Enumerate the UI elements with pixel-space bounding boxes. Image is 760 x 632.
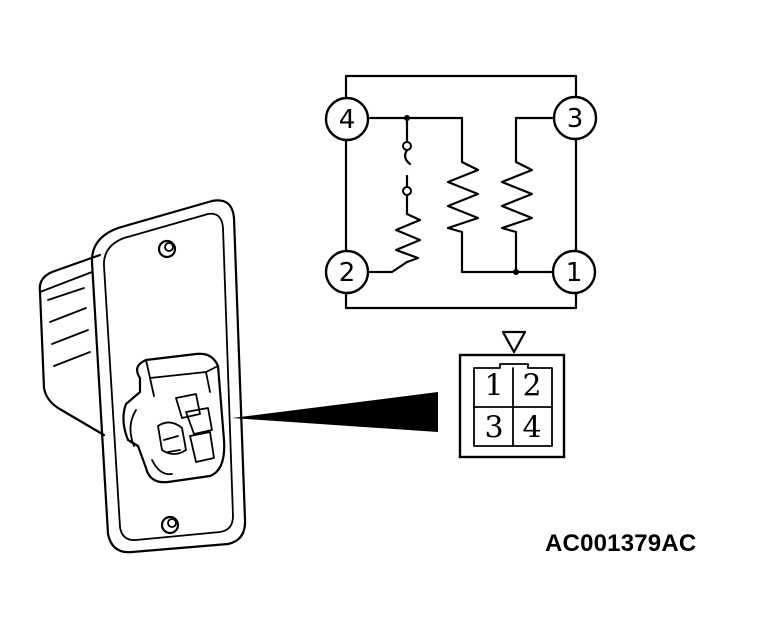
circuit-schematic: 4 3 2 1: [324, 74, 598, 310]
terminal-1: 1: [551, 249, 597, 295]
mounting-plate: [90, 199, 247, 554]
connector-cell-2: 2: [522, 369, 541, 404]
thermal-fuse: [403, 116, 412, 216]
terminal-4: 4: [324, 96, 370, 142]
resistor-right: [500, 116, 534, 234]
connector-outline: [458, 353, 566, 459]
blower-resistor-illustration: [38, 199, 247, 554]
svg-text:1: 1: [566, 258, 583, 288]
connector-cell-3: 3: [484, 411, 503, 446]
mounting-plate-bevel: [103, 212, 234, 541]
connector-cell-1: 1: [484, 369, 503, 404]
schematic-frame: [344, 74, 578, 310]
heat-sink-shading: [47, 287, 91, 367]
figure-code: AC001379AC: [545, 530, 697, 557]
resistor-middle: [446, 116, 480, 234]
heat-sink-body: [38, 253, 106, 437]
wire-terminal-1: [460, 230, 554, 274]
wire-terminal-2: [368, 260, 409, 274]
connector-terminal-1: [175, 393, 201, 419]
resistor-left: [394, 212, 422, 264]
svg-text:3: 3: [567, 104, 584, 134]
view-direction-arrow: [501, 330, 527, 354]
mounting-hole-top: [157, 239, 177, 259]
callout-pointer: [232, 392, 438, 432]
terminal-2: 2: [324, 249, 370, 295]
connector-terminal-2: [185, 407, 213, 435]
connector-face-view: 1 2 3 4: [458, 330, 566, 459]
connector-cell-4: 4: [522, 411, 541, 446]
terminal-3: 3: [552, 95, 598, 141]
svg-text:4: 4: [339, 105, 356, 135]
connector-terminal-4: [189, 431, 215, 463]
svg-text:2: 2: [339, 258, 356, 288]
heat-sink-top-edge: [39, 271, 93, 293]
connector-terminal-3: [157, 421, 187, 455]
mounting-hole-bottom: [160, 515, 180, 535]
connector-cavity: [473, 363, 553, 447]
